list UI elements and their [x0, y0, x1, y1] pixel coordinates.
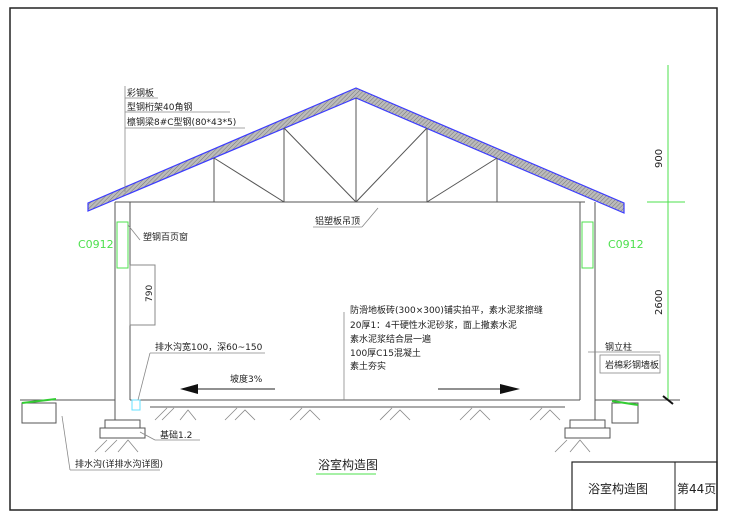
drain-slope-right: [611, 400, 639, 406]
dimension-tick: [662, 395, 674, 405]
drawing-title: 浴室构造图: [318, 457, 378, 472]
floor-note: 防滑地板砖(300×300)铺实拍平，素水泥浆擦缝: [350, 304, 543, 316]
column-label: 钢立柱: [605, 341, 632, 353]
drain-detail-label: 排水沟(详排水沟详图): [75, 458, 163, 470]
walls: [20, 202, 680, 439]
roof-panel: [87, 87, 625, 214]
slope-label: 坡度3%: [230, 373, 263, 385]
slope-arrow-head: [500, 384, 520, 394]
roof-label: 檩钢梁8#C型钢(80*43*5): [127, 116, 236, 128]
ceiling-label: 铝塑板吊顶: [315, 215, 360, 227]
window-height-dim: 790: [145, 285, 155, 302]
floor-notes: 防滑地板砖(300×300)铺实拍平，素水泥浆擦缝 20厚1：4干硬性水泥砂浆，…: [343, 304, 543, 400]
floor-note: 素水泥浆结合层一遍: [350, 333, 431, 345]
drain-label: 排水沟宽100，深60~150: [155, 341, 263, 353]
window-label: 塑钢百页窗: [143, 231, 188, 243]
steel-truss: [115, 98, 585, 203]
slope-arrow-head: [180, 384, 198, 394]
foundation-label: 基础1.2: [160, 429, 192, 441]
drain-slope-left: [21, 398, 57, 404]
window-left: [116, 221, 129, 269]
roof-label: 型钢桁架40角钢: [127, 101, 192, 113]
dim-upper: 900: [654, 149, 665, 168]
drain-channel: [131, 399, 141, 411]
floor-note: 20厚1：4干硬性水泥砂浆，面上撒素水泥: [350, 319, 517, 331]
floor-note: 100厚C15混凝土: [350, 347, 421, 359]
sheet-border: [9, 7, 718, 511]
dim-lower: 2600: [654, 290, 665, 315]
title-block-name: 浴室构造图: [588, 481, 648, 496]
window-right: [581, 221, 594, 269]
ground-hatch: [94, 407, 591, 453]
roof-label: 彩钢板: [127, 87, 154, 99]
window-code-right: C0912: [608, 238, 644, 251]
window-dim-box: [129, 264, 156, 326]
floor-note: 素土夯实: [350, 360, 386, 372]
roof-callout: 彩钢板 型钢桁架40角钢 檩钢梁8#C型钢(80*43*5): [124, 86, 245, 192]
wall-panel-label: 岩棉彩钢墙板: [605, 359, 659, 371]
title-block: 浴室构造图 第44页: [571, 461, 718, 511]
title-block-page: 第44页: [677, 482, 716, 496]
window-code-left: C0912: [78, 238, 114, 251]
